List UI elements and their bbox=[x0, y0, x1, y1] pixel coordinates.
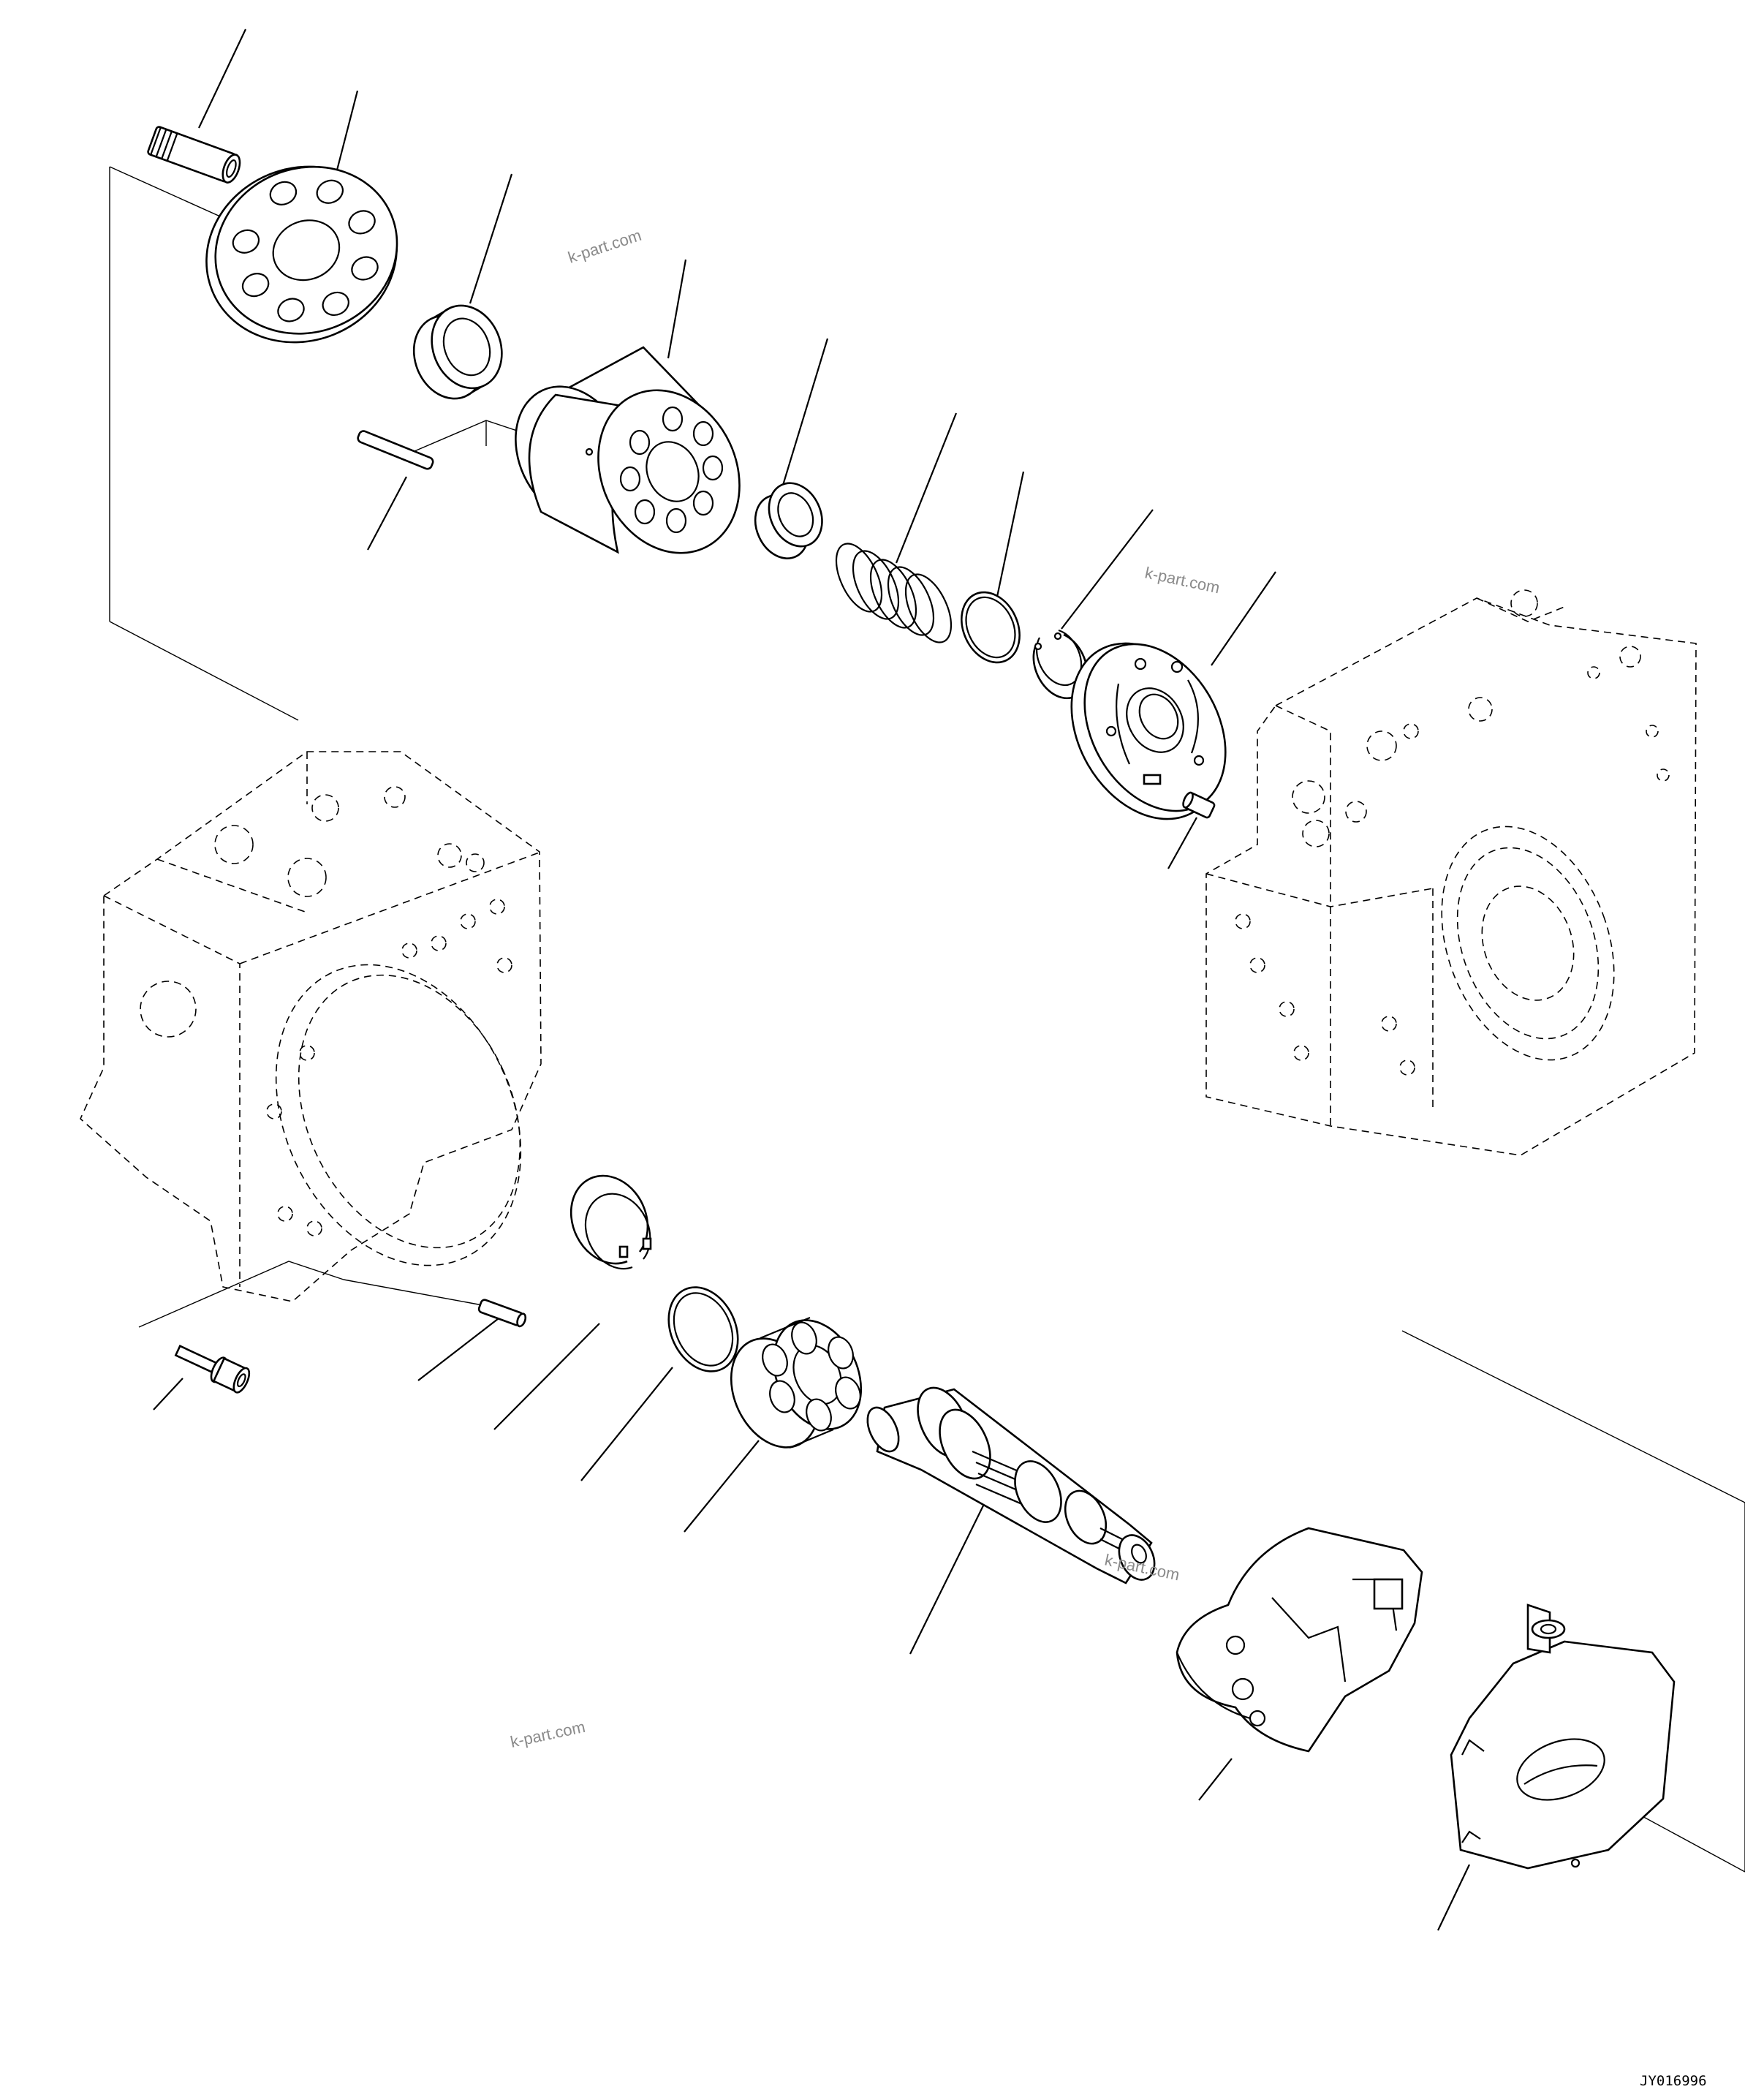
bolt bbox=[174, 1345, 251, 1394]
snap-ring-internal bbox=[1032, 629, 1089, 700]
cylinder-block bbox=[515, 346, 741, 554]
end-cap-housing bbox=[1205, 589, 1697, 1156]
washer-ring bbox=[961, 591, 1021, 664]
rocker-cam bbox=[1176, 1527, 1423, 1753]
bearing-race bbox=[754, 482, 823, 559]
roller-bearing bbox=[730, 1316, 863, 1449]
leader-lines bbox=[153, 29, 1470, 1931]
retainer-plate bbox=[205, 165, 398, 344]
snap-ring-external bbox=[569, 1174, 652, 1270]
watermark: k-part.com bbox=[1143, 563, 1222, 597]
swash-plate bbox=[1450, 1604, 1676, 1870]
guide-pin bbox=[147, 126, 241, 184]
coil-spring bbox=[835, 543, 953, 643]
assembly-reference-lines bbox=[109, 166, 1745, 1873]
pin-bottom bbox=[477, 1299, 527, 1328]
drawing-code: JY016996 bbox=[1640, 2073, 1707, 2089]
watermark: k-part.com bbox=[566, 226, 644, 267]
drive-shaft bbox=[866, 1386, 1156, 1585]
dowel-pin bbox=[1182, 791, 1216, 819]
watermark: k-part.com bbox=[509, 1718, 587, 1751]
spherical-bushing bbox=[412, 304, 503, 400]
valve-plate bbox=[1070, 642, 1227, 820]
shim-ring bbox=[667, 1286, 739, 1372]
small-pin bbox=[357, 430, 434, 470]
pump-case-housing bbox=[80, 751, 542, 1302]
